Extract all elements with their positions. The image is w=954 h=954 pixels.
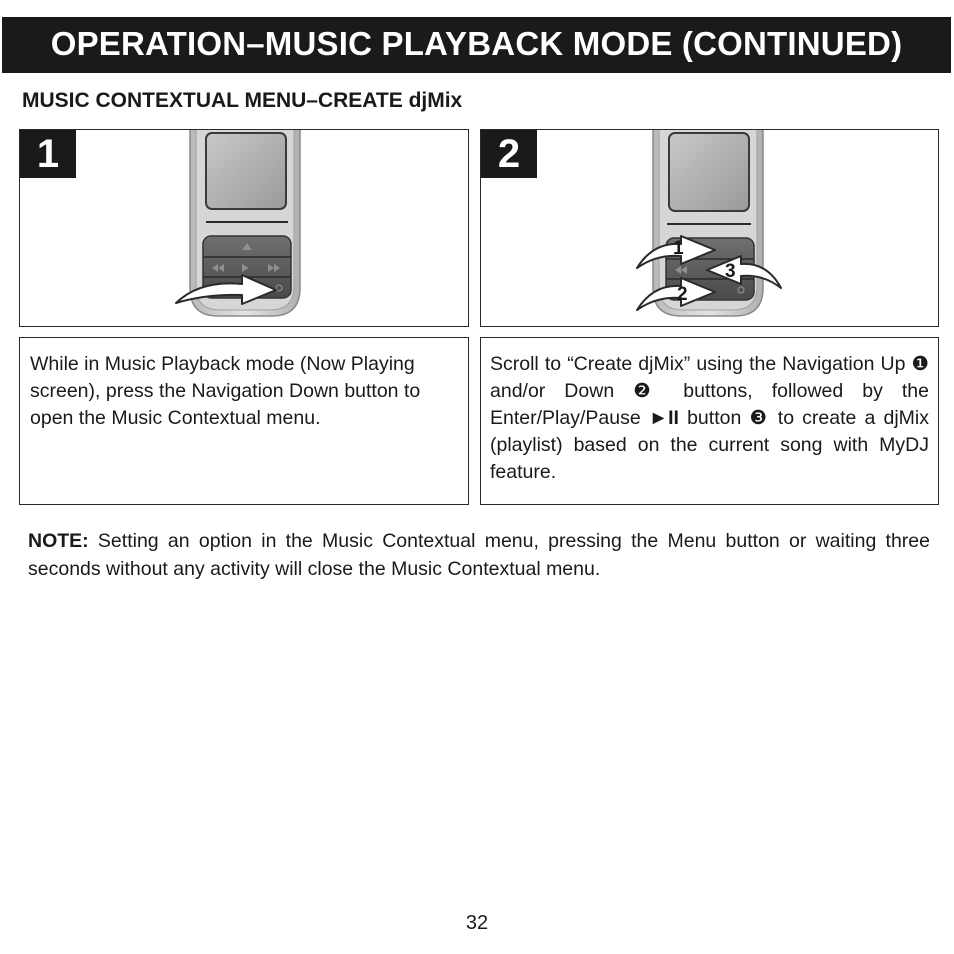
navigation-callout-arrows xyxy=(636,235,782,311)
step-1-illustration-panel: 1 xyxy=(19,129,469,327)
step-2-illustration-panel: 2 1 2 3 xyxy=(480,129,939,327)
mp3-player-illustration xyxy=(189,130,301,317)
section-heading: MUSIC CONTEXTUAL MENU–CREATE djMix xyxy=(22,89,463,112)
marker-3: ❸ xyxy=(749,407,770,429)
note-text: Setting an option in the Music Contextua… xyxy=(28,530,930,580)
step-1-description: While in Music Playback mode (Now Playin… xyxy=(30,353,421,429)
note-paragraph: NOTE: Setting an option in the Music Con… xyxy=(28,528,930,583)
step-1-badge: 1 xyxy=(20,130,76,178)
step-1-text-box: While in Music Playback mode (Now Playin… xyxy=(19,337,469,505)
callout-number-3: 3 xyxy=(725,261,736,282)
nav-up-arrow-icon xyxy=(636,235,716,269)
enter-play-arrow-icon xyxy=(706,255,782,289)
step-2-text-box: Scroll to “Create djMix” using the Navig… xyxy=(480,337,939,505)
note-label: NOTE: xyxy=(28,530,89,552)
step-2-description: Scroll to “Create djMix” using the Navig… xyxy=(490,353,929,483)
header-bar: OPERATION–MUSIC PLAYBACK MODE (CONTINUED… xyxy=(2,17,951,73)
page-title: OPERATION–MUSIC PLAYBACK MODE (CONTINUED… xyxy=(50,25,903,62)
marker-2: ❷ xyxy=(633,380,665,402)
marker-1: ❶ xyxy=(911,353,929,375)
step-2-badge: 2 xyxy=(481,130,537,178)
play-pause-icon: ►II xyxy=(648,407,679,429)
callout-number-1: 1 xyxy=(673,238,684,259)
page-number: 32 xyxy=(465,912,489,934)
nav-down-arrow-icon xyxy=(636,277,716,311)
press-down-arrow-icon xyxy=(175,274,277,305)
callout-number-2: 2 xyxy=(677,284,688,305)
